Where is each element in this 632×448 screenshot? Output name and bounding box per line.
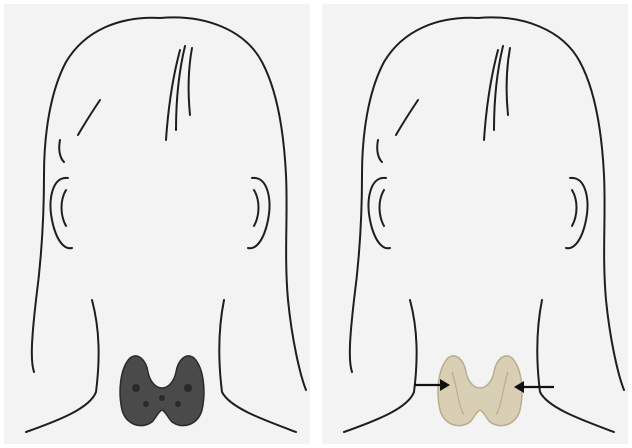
- panel-abnormal-thyroid: [318, 0, 632, 448]
- head-illustration-left: [0, 0, 314, 448]
- head-illustration-right: [318, 0, 632, 448]
- panel-background: [4, 4, 310, 444]
- panel-normal-thyroid: [0, 0, 314, 448]
- panel-background: [322, 4, 628, 444]
